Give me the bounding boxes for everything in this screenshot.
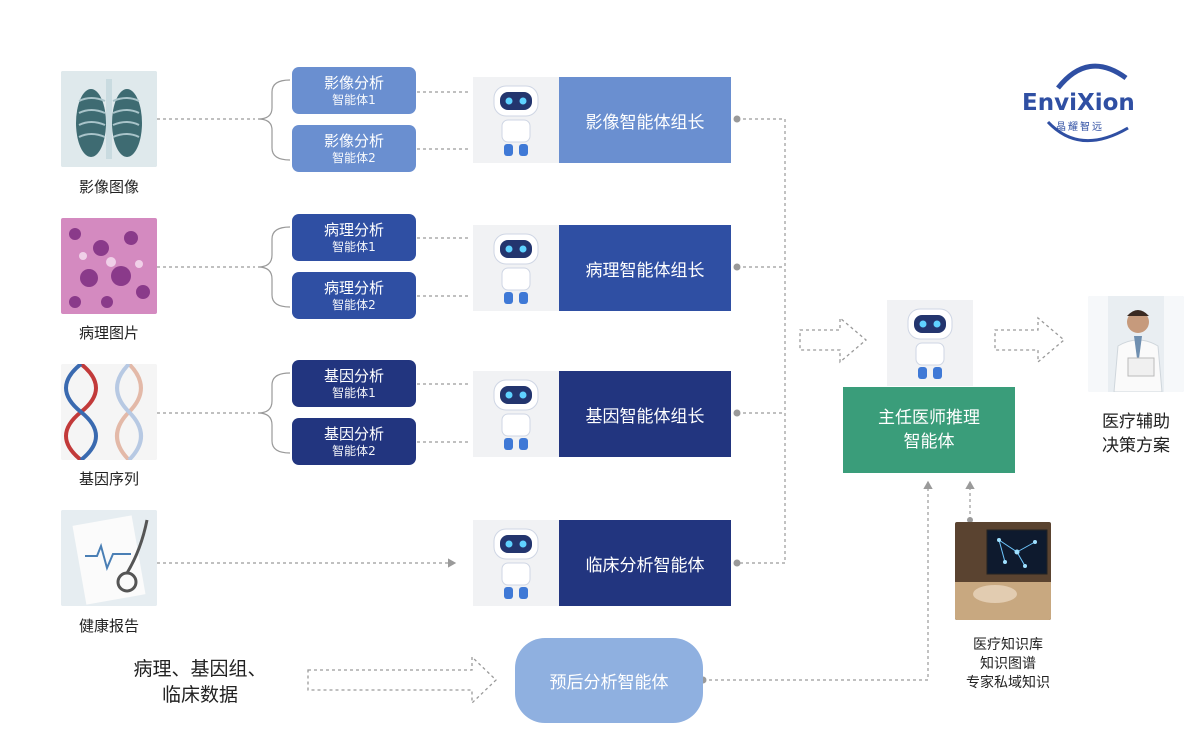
logo-wordmark: EnviXion xyxy=(1022,90,1135,116)
sub-agent-title: 基因分析 xyxy=(323,424,384,443)
chief-physician-agent[interactable]: 主任医师推理 智能体 xyxy=(843,387,1015,473)
robot-icon xyxy=(473,520,559,606)
leader-label: 影像智能体组长 xyxy=(585,112,705,133)
sub-agent-sub: 智能体1 xyxy=(332,92,376,107)
sub-agent-title: 影像分析 xyxy=(323,131,384,150)
sub-agent-sub: 智能体2 xyxy=(332,443,376,458)
leader-label: 临床分析智能体 xyxy=(585,555,705,576)
sub-agent-gene-1[interactable]: 基因分析 智能体1 xyxy=(292,360,416,407)
sub-agent-pathology-2[interactable]: 病理分析 智能体2 xyxy=(292,272,416,319)
doctor-photo xyxy=(1088,296,1184,392)
sub-agent-image-2[interactable]: 影像分析 智能体2 xyxy=(292,125,416,172)
sub-agent-sub: 智能体2 xyxy=(332,297,376,312)
sub-agent-title: 病理分析 xyxy=(323,278,384,297)
knowledge-line3: 专家私域知识 xyxy=(966,675,1050,691)
leader-label: 基因智能体组长 xyxy=(585,406,705,427)
chief-label-line1: 主任医师推理 xyxy=(878,408,980,428)
chief-robot-icon xyxy=(887,300,973,386)
prognosis-agent[interactable]: 预后分析智能体 xyxy=(515,638,703,723)
knowledge-line1: 医疗知识库 xyxy=(973,637,1043,653)
flow-arrow-to-chief xyxy=(799,316,868,364)
health-report-icon xyxy=(61,510,157,606)
robot-icon xyxy=(473,225,559,311)
input-label-health: 健康报告 xyxy=(78,617,139,635)
chief-label-line2: 智能体 xyxy=(903,432,955,452)
robot-icon xyxy=(473,371,559,457)
output-line1: 医疗辅助 xyxy=(1102,412,1170,432)
logo-cn-name: 晶耀智远 xyxy=(1056,122,1104,133)
dna-helix-icon xyxy=(61,364,157,460)
sub-agent-title: 病理分析 xyxy=(323,220,384,239)
xray-image-icon xyxy=(61,71,157,167)
output-line2: 决策方案 xyxy=(1102,436,1170,456)
input-label-gene: 基因序列 xyxy=(78,470,139,488)
clinical-data-label: 病理、基因组、 临床数据 xyxy=(110,656,290,708)
leader-image-agent[interactable]: 影像智能体组长 xyxy=(559,77,731,163)
sub-agent-pathology-1[interactable]: 病理分析 智能体1 xyxy=(292,214,416,261)
knowledge-graph-photo xyxy=(955,522,1051,620)
flow-arrow-to-prognosis xyxy=(307,655,497,705)
sub-agent-image-1[interactable]: 影像分析 智能体1 xyxy=(292,67,416,114)
prognosis-label: 预后分析智能体 xyxy=(549,673,669,693)
sub-agent-title: 影像分析 xyxy=(323,73,384,92)
leader-gene-agent[interactable]: 基因智能体组长 xyxy=(559,371,731,457)
clinical-analysis-agent[interactable]: 临床分析智能体 xyxy=(559,520,731,606)
sub-agent-sub: 智能体1 xyxy=(332,239,376,254)
clinical-data-line1: 病理、基因组、 xyxy=(133,658,267,680)
sub-agent-sub: 智能体2 xyxy=(332,150,376,165)
sub-agent-sub: 智能体1 xyxy=(332,385,376,400)
leader-label: 病理智能体组长 xyxy=(585,260,705,281)
flow-arrow-to-output xyxy=(994,316,1066,364)
output-label: 医疗辅助 决策方案 xyxy=(1082,410,1190,458)
leader-pathology-agent[interactable]: 病理智能体组长 xyxy=(559,225,731,311)
input-label-image: 影像图像 xyxy=(78,178,139,196)
knowledge-line2: 知识图谱 xyxy=(980,656,1036,672)
sub-agent-gene-2[interactable]: 基因分析 智能体2 xyxy=(292,418,416,465)
robot-icon xyxy=(473,77,559,163)
pathology-slide-icon xyxy=(61,218,157,314)
sub-agent-title: 基因分析 xyxy=(323,366,384,385)
knowledge-label: 医疗知识库 知识图谱 专家私域知识 xyxy=(948,636,1068,693)
brand-logo: EnviXion 晶耀智远 xyxy=(1018,58,1148,150)
input-label-pathology: 病理图片 xyxy=(78,324,139,342)
clinical-data-line2: 临床数据 xyxy=(161,684,238,706)
